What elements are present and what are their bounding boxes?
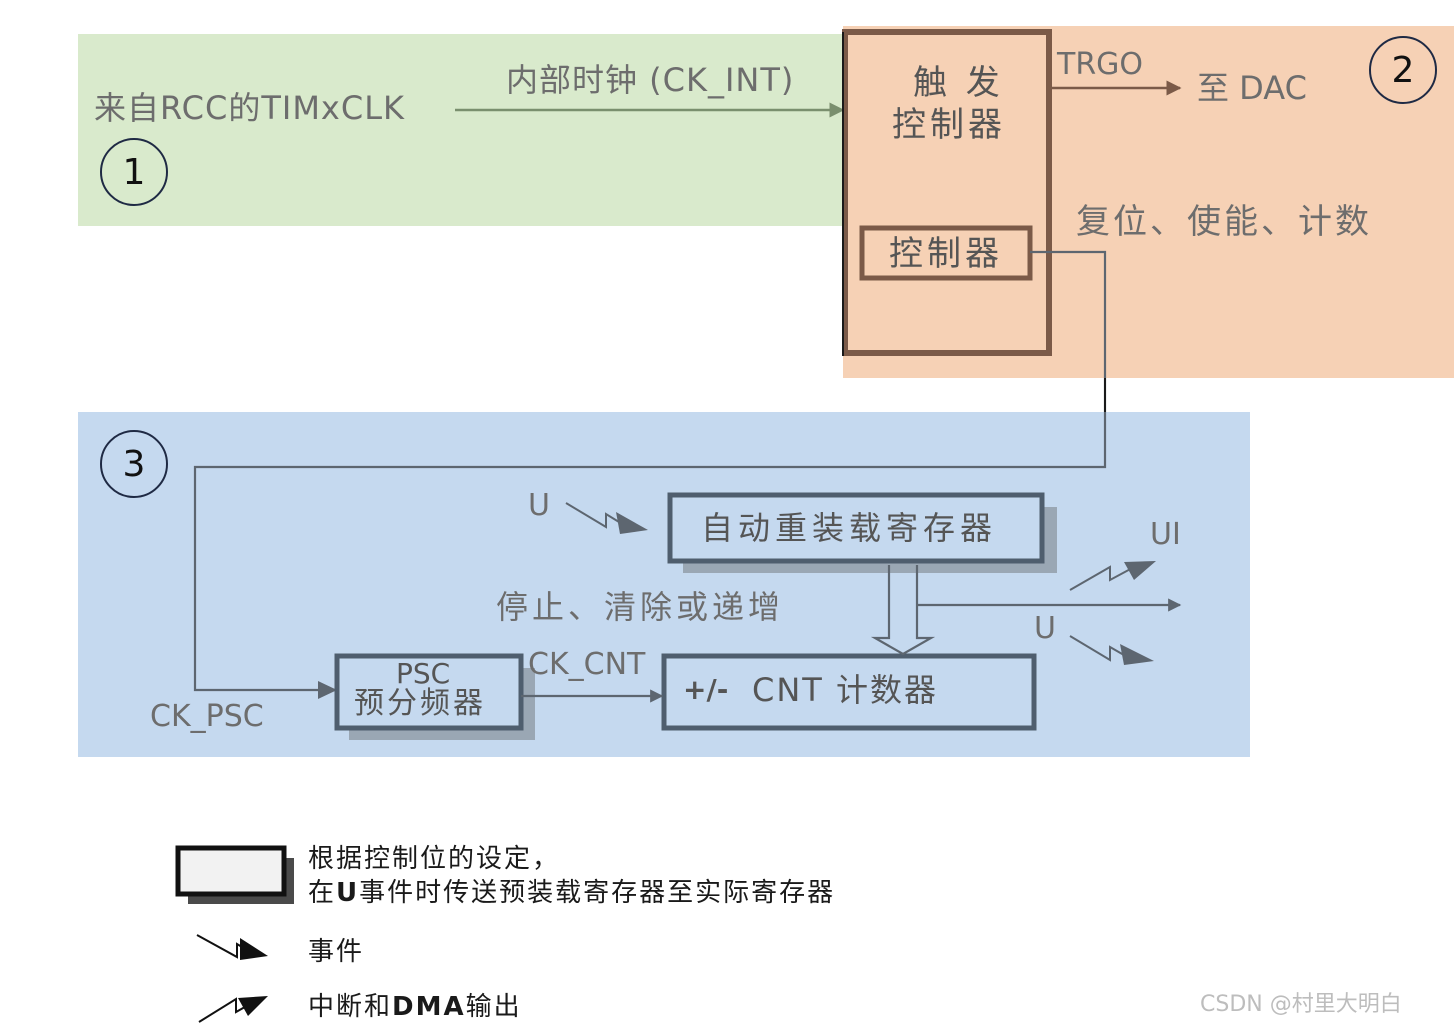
- ck-psc-label: CK_PSC: [150, 699, 264, 734]
- auto-reload-register-box: [667, 492, 1045, 564]
- control-signal-line: [193, 250, 1107, 692]
- preload-transfer-arrow: [870, 565, 936, 656]
- legend-interrupt-dma-label: 中断和DMA输出: [308, 992, 522, 1022]
- trgo-label: TRGO: [1057, 47, 1144, 82]
- watermark: CSDN @村里大明白: [1200, 992, 1402, 1017]
- region-1-number-badge: 1: [100, 138, 168, 206]
- internal-clock-label: 内部时钟 (CK_INT): [506, 61, 795, 99]
- legend-preload-line1: 根据控制位的设定，: [308, 844, 561, 874]
- control-signals-label: 复位、使能、计数: [1076, 202, 1372, 242]
- trigger-controller-title-line1: 触 发: [913, 63, 1004, 103]
- region-3-number-badge: 3: [100, 430, 168, 498]
- controller-inner-label: 控制器: [889, 234, 1003, 274]
- cnt-up-down-label: +/-: [683, 673, 729, 706]
- update-event-symbol-right: [1069, 635, 1154, 665]
- trgo-target-label: 至 DAC: [1197, 69, 1307, 107]
- legend-event-label: 事件: [308, 937, 365, 967]
- legend-event-icon: [196, 934, 268, 960]
- update-event-symbol-left: [565, 502, 648, 534]
- interrupt-label: UI: [1150, 517, 1181, 552]
- cnt-counter-label: CNT 计数器: [752, 671, 939, 709]
- trigger-controller-title-line2: 控制器: [892, 105, 1006, 145]
- stop-clear-increment-label: 停止、清除或递增: [496, 588, 785, 626]
- trigger-controller-box: [842, 29, 1052, 356]
- interrupt-symbol: [1069, 561, 1156, 591]
- region-1-clock-source: [78, 34, 843, 226]
- update-event-label-right: U: [1034, 611, 1056, 646]
- legend-preload-line2: 在U事件时传送预装载寄存器至实际寄存器: [308, 878, 836, 908]
- legend-interrupt-dma-icon: [198, 996, 268, 1023]
- clock-source-label: 来自RCC的TIMxCLK: [94, 89, 406, 127]
- update-event-label-left: U: [528, 488, 550, 523]
- psc-label: PSC: [396, 657, 451, 690]
- ck-cnt-label: CK_CNT: [528, 647, 646, 682]
- region-2-trigger-controller: [843, 26, 1454, 378]
- cnt-counter-box: [661, 653, 1037, 731]
- prescaler-label: 预分频器: [354, 686, 486, 721]
- auto-reload-register-label: 自动重装载寄存器: [701, 509, 998, 547]
- psc-box: [334, 653, 524, 731]
- region-2-number-badge: 2: [1369, 36, 1437, 104]
- legend-preload-register-box: [175, 845, 287, 897]
